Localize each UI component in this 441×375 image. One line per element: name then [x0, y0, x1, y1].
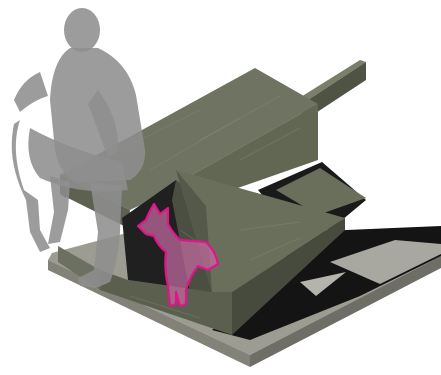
person-arm-back	[14, 72, 48, 112]
person-head	[64, 8, 100, 52]
person-rear-leg	[48, 176, 70, 244]
